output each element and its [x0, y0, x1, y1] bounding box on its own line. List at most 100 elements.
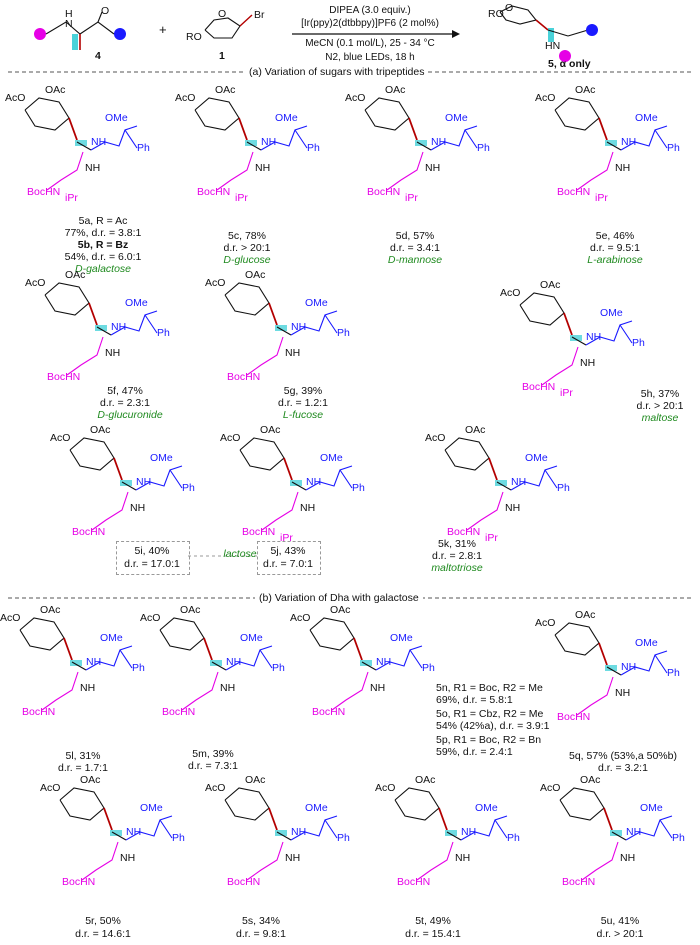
sugar-d-glucuronide: D-glucuronide — [97, 409, 163, 421]
label-ester: OMe — [305, 297, 328, 309]
benzyl-arm — [339, 469, 353, 489]
label-phenyl: Ph — [172, 832, 185, 844]
caption-5f-dr: d.r. = 2.3:1 — [100, 397, 150, 409]
label-bochn: BocHN — [447, 526, 481, 538]
n-terminal-chain — [261, 491, 299, 531]
sugar-d-glucose: D-glucose — [223, 254, 271, 266]
dha-alkene-highlight — [210, 660, 222, 666]
caption-5c-dr: d.r. > 20:1 — [223, 242, 271, 254]
sugar-d-galactose: D-galactose — [74, 263, 132, 275]
sugar-lactose: lactose — [223, 548, 257, 560]
section-b-title: (b) Variation of Dha with galactose — [255, 592, 423, 604]
dha-bond — [121, 481, 137, 491]
dha-alkene-highlight — [445, 830, 457, 836]
label-oac: OAc — [385, 84, 406, 96]
label-bochn: BocHN — [312, 706, 346, 718]
dha-bond — [71, 661, 87, 671]
n-terminal-chain — [216, 151, 254, 191]
dha-alkene-highlight — [605, 665, 617, 671]
label-nh: NH — [425, 162, 441, 174]
label-aco: AcO — [425, 432, 446, 444]
dha-bond — [276, 326, 292, 336]
caption-5i-dr: d.r. = 17.0:1 — [124, 558, 180, 570]
label-aco: AcO — [540, 782, 561, 794]
dha-bond — [606, 141, 622, 151]
dha-bond — [96, 326, 112, 336]
box-5i — [116, 541, 190, 575]
dha-bond — [446, 831, 462, 841]
anomeric-c-c-bond — [438, 807, 448, 831]
label-bochn: BocHN — [162, 706, 196, 718]
c-terminal-chain — [305, 465, 353, 491]
label-aco: AcO — [25, 277, 46, 289]
label-aco: AcO — [5, 92, 26, 104]
n-terminal-chain — [581, 841, 619, 881]
label-nh-c-term: NH — [431, 136, 447, 148]
label-nh-c-term: NH — [626, 826, 642, 838]
product-dha-highlight — [548, 28, 554, 42]
label-aco: AcO — [375, 782, 396, 794]
label-nh: NH — [620, 852, 636, 864]
c-terminal-chain — [110, 310, 158, 336]
sugar-d-mannose: D-mannose — [387, 254, 443, 266]
label-nh: NH — [105, 347, 121, 359]
benzyl-arm — [259, 649, 273, 669]
dha-alkene-highlight — [360, 660, 372, 666]
label-bochn: BocHN — [62, 876, 96, 888]
label-nh-c-term: NH — [306, 476, 322, 488]
product-new-bond — [535, 19, 549, 31]
label-oac: OAc — [580, 774, 601, 786]
anomeric-c-c-bond — [488, 457, 498, 481]
dha-alkene-highlight — [495, 480, 507, 486]
c-terminal-chain — [510, 465, 558, 491]
label-bochn: BocHN — [557, 711, 591, 723]
label-phenyl: Ph — [422, 662, 435, 674]
benzyl-arm — [159, 819, 173, 839]
label-aco: AcO — [175, 92, 196, 104]
anomeric-c-c-bond — [408, 117, 418, 141]
label-nh: NH — [120, 852, 136, 864]
label-oac: OAc — [540, 279, 561, 291]
label-oac: OAc — [415, 774, 436, 786]
dha-bond — [76, 141, 92, 151]
caption-5p: 5p, R1 = Boc, R2 = Bn — [436, 734, 542, 746]
dha-alkene-highlight — [290, 480, 302, 486]
dha-alkene-highlight — [605, 140, 617, 146]
benzyl-arm — [294, 129, 308, 149]
c-terminal-chain — [290, 815, 338, 841]
label-ester: OMe — [275, 112, 298, 124]
label-phenyl: Ph — [157, 327, 170, 339]
caption-5t-dr: d.r. = 15.4:1 — [405, 928, 461, 940]
reagent-1-c-br-bond — [239, 14, 253, 27]
label-bochn: BocHN — [522, 381, 556, 393]
label-phenyl: Ph — [132, 662, 145, 674]
label-bochn: BocHN — [227, 876, 261, 888]
caption-5j: 5j, 43% — [270, 545, 306, 557]
caption-5m-dr: d.r. = 7.3:1 — [188, 760, 238, 772]
label-oac: OAc — [260, 424, 281, 436]
dha-alkene-highlight — [75, 140, 87, 146]
label-phenyl: Ph — [307, 142, 320, 154]
caption-5q: 5q, 57% (53%,a 50%b) — [569, 750, 677, 762]
benzyl-arm — [119, 649, 133, 669]
label-nh-c-term: NH — [226, 656, 242, 668]
c-terminal-chain — [585, 320, 633, 346]
label-ester: OMe — [320, 452, 343, 464]
label-nh-c-term: NH — [111, 321, 127, 333]
label-ipr: iPr — [235, 192, 248, 204]
caption-5s-dr: d.r. = 9.8:1 — [236, 928, 286, 940]
reagent-1-label: 1 — [219, 50, 225, 62]
label-bochn: BocHN — [227, 371, 261, 383]
product-o: O — [505, 2, 514, 14]
n-terminal-chain — [46, 151, 84, 191]
dha-alkene-highlight — [245, 140, 257, 146]
label-aco: AcO — [205, 277, 226, 289]
caption-5l-dr: d.r. = 1.7:1 — [58, 762, 108, 774]
c-terminal-chain — [260, 125, 308, 151]
dha-alkene-highlight — [610, 830, 622, 836]
label-nh: NH — [285, 347, 301, 359]
label-nh-c-term: NH — [586, 331, 602, 343]
dha-bond — [611, 831, 627, 841]
label-ipr: iPr — [280, 532, 293, 544]
dha-alkene-highlight — [110, 830, 122, 836]
